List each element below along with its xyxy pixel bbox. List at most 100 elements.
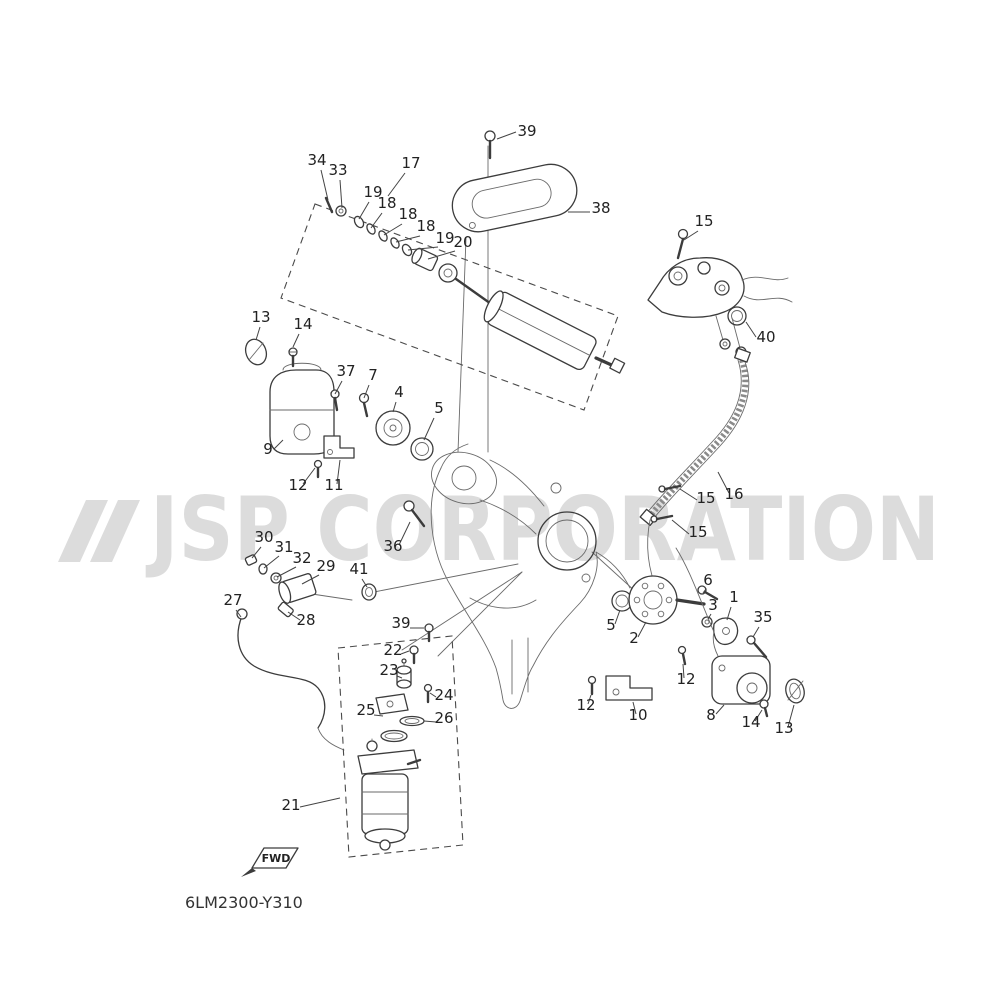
part-label-18: 18 bbox=[377, 194, 396, 212]
fwd-label: FWD bbox=[262, 852, 291, 865]
part-label-39: 39 bbox=[391, 614, 410, 632]
leader-line-17 bbox=[387, 172, 406, 197]
part-label-18: 18 bbox=[398, 205, 417, 223]
jsp-logo-watermark bbox=[90, 500, 140, 562]
part-label-19: 19 bbox=[435, 229, 454, 247]
o-ring-40 bbox=[727, 306, 747, 326]
trim-sender-8 bbox=[675, 547, 805, 718]
part-label-15: 15 bbox=[694, 212, 713, 230]
leader-line-25 bbox=[373, 714, 384, 717]
part-label-30: 30 bbox=[254, 528, 273, 546]
leader-line-23 bbox=[396, 675, 403, 679]
pump-unit-21 bbox=[357, 738, 422, 851]
handle-cover-38 bbox=[451, 163, 578, 233]
part-label-31: 31 bbox=[274, 538, 293, 556]
leader-line-14 bbox=[754, 709, 763, 722]
leader-line-35 bbox=[752, 626, 760, 638]
fwd-flag: FWD bbox=[241, 847, 299, 877]
part-label-6: 6 bbox=[703, 571, 713, 589]
part-label-12: 12 bbox=[288, 476, 307, 494]
leader-line-22 bbox=[400, 650, 410, 655]
leader-line-5 bbox=[423, 417, 435, 441]
hub-2 bbox=[628, 575, 678, 625]
leader-line-13 bbox=[255, 326, 261, 341]
leader-line-29 bbox=[301, 574, 320, 585]
part-label-5: 5 bbox=[606, 616, 616, 634]
power-unit-parts bbox=[357, 645, 433, 851]
part-label-16: 16 bbox=[724, 485, 743, 503]
leader-line-9 bbox=[273, 439, 284, 450]
leader-line-6 bbox=[702, 588, 707, 594]
watermark-text: JSP CORPORATION bbox=[146, 478, 940, 581]
part-label-25: 25 bbox=[356, 701, 375, 719]
part-label-34: 34 bbox=[307, 151, 326, 169]
part-label-14: 14 bbox=[293, 315, 312, 333]
part-label-40: 40 bbox=[756, 328, 775, 346]
leader-line-41 bbox=[361, 578, 368, 588]
hose-fitting-28 bbox=[277, 601, 294, 618]
part-label-28: 28 bbox=[296, 611, 315, 629]
part-label-2: 2 bbox=[629, 629, 639, 647]
part-label-27: 27 bbox=[223, 591, 242, 609]
leader-line-32 bbox=[276, 566, 297, 578]
leader-line-19 bbox=[407, 246, 439, 251]
part-label-10: 10 bbox=[628, 706, 647, 724]
leader-line-34 bbox=[320, 169, 329, 201]
o-ring-5-upper bbox=[410, 437, 434, 461]
screw-14-right bbox=[759, 699, 769, 709]
part-label-13: 13 bbox=[774, 719, 793, 737]
screw-12-right bbox=[677, 645, 687, 655]
part-label-35: 35 bbox=[753, 608, 772, 626]
leader-line-2 bbox=[637, 621, 647, 638]
mount-bracket-10 bbox=[587, 645, 687, 701]
fwd-arrow-icon bbox=[241, 868, 256, 877]
part-label-20: 20 bbox=[453, 233, 472, 251]
leader-line-28 bbox=[287, 611, 301, 621]
trim-hose-27 bbox=[236, 601, 345, 751]
bushing-41 bbox=[361, 583, 377, 601]
jsp-watermark: JSP CORPORATION bbox=[58, 478, 940, 581]
part-label-23: 23 bbox=[379, 661, 398, 679]
part-label-37: 37 bbox=[336, 362, 355, 380]
leader-line-13 bbox=[787, 704, 795, 728]
part-label-29: 29 bbox=[316, 557, 335, 575]
leader-line-24 bbox=[429, 692, 437, 698]
leader-line-11 bbox=[336, 459, 341, 485]
leader-line-27 bbox=[235, 609, 242, 618]
leader-line-5 bbox=[614, 609, 621, 625]
part-label-14: 14 bbox=[741, 713, 760, 731]
leader-line-18 bbox=[370, 212, 383, 229]
leader-line-3 bbox=[707, 613, 712, 620]
part-label-33: 33 bbox=[328, 161, 347, 179]
part-label-24: 24 bbox=[434, 686, 453, 704]
part-label-22: 22 bbox=[383, 641, 402, 659]
leader-line-18 bbox=[383, 223, 403, 236]
leader-line-30 bbox=[251, 546, 262, 559]
leader-line-26 bbox=[423, 720, 437, 723]
leader-line-39 bbox=[496, 131, 517, 140]
shaft-assembly-dashed-box bbox=[280, 203, 619, 411]
manifold-block bbox=[375, 693, 409, 715]
part-label-8: 8 bbox=[706, 706, 716, 724]
part-label-26: 26 bbox=[434, 709, 453, 727]
valve-23 bbox=[396, 658, 412, 689]
part-label-36: 36 bbox=[383, 537, 402, 555]
leader-line-33 bbox=[339, 179, 343, 209]
part-label-39: 39 bbox=[517, 122, 536, 140]
trim-motor-9 bbox=[244, 338, 335, 455]
part-label-9: 9 bbox=[263, 440, 273, 458]
part-label-4: 4 bbox=[394, 383, 404, 401]
leader-line-16 bbox=[717, 471, 730, 494]
part-label-15: 15 bbox=[688, 523, 707, 541]
part-label-7: 7 bbox=[368, 366, 378, 384]
leader-line-12 bbox=[302, 467, 316, 485]
part-label-1: 1 bbox=[729, 588, 739, 606]
leader-line-31 bbox=[263, 555, 280, 569]
washer-stack bbox=[324, 196, 439, 272]
part-label-21: 21 bbox=[281, 796, 300, 814]
swivel-bracket bbox=[430, 443, 631, 709]
part-label-13: 13 bbox=[251, 308, 270, 326]
bolt-39-mid bbox=[424, 623, 434, 643]
